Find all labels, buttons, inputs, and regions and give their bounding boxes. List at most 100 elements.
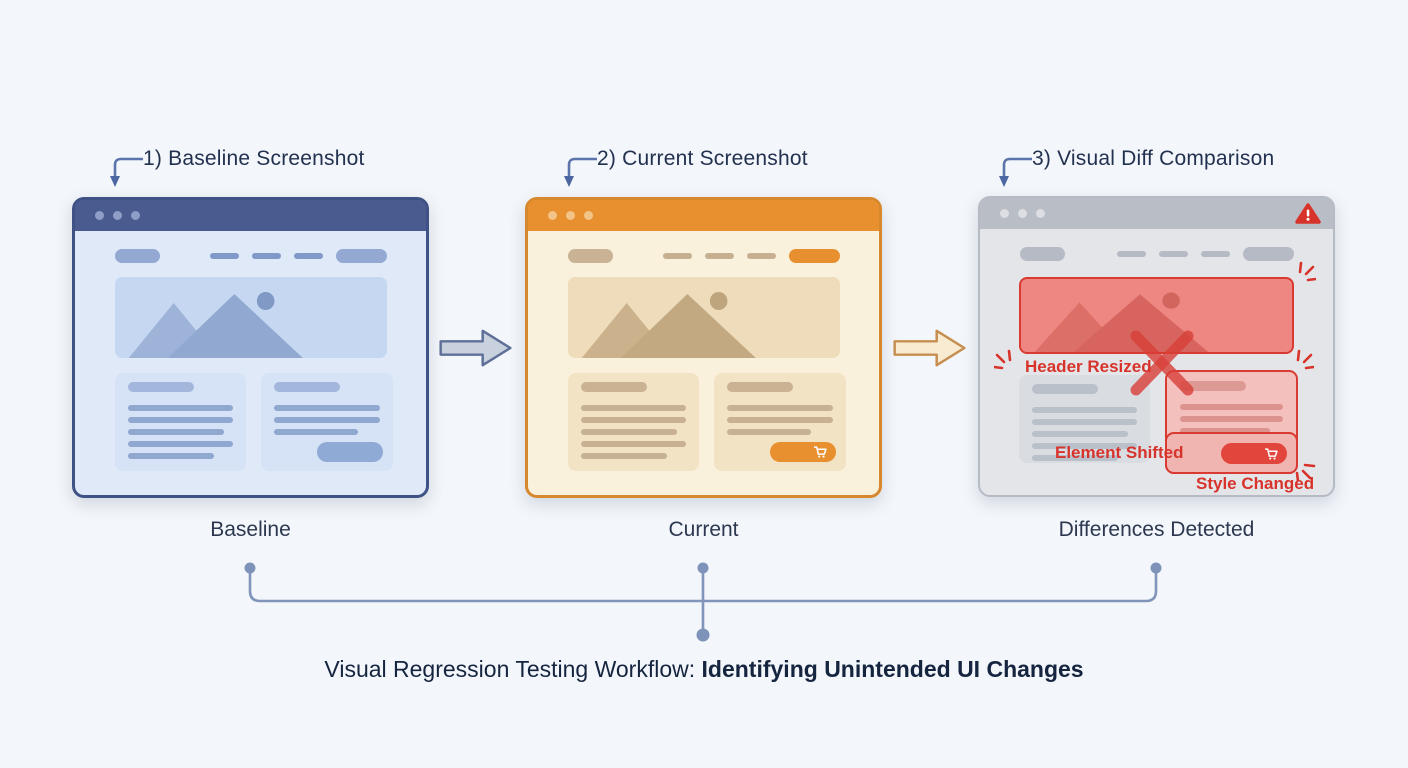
text-line [274,429,359,435]
diff-window: Header Resized Element Shifted Style Cha… [978,196,1335,497]
caption-baseline: Baseline [210,518,291,541]
content-card [1019,375,1150,463]
text-line [128,429,224,435]
nav-bar [568,249,840,263]
nav-button-pill [336,249,387,263]
text-line [581,405,686,411]
spark-icon [1295,463,1316,481]
diff-style-box [1165,432,1298,474]
caption-current: Current [668,518,739,541]
card-button [1221,443,1287,464]
text-line [581,453,668,459]
nav-button-pill [789,249,840,263]
annotation-style-changed: Style Changed [1196,474,1315,493]
arrow-right-icon [439,329,512,367]
x-mark-icon [1130,330,1194,396]
traffic-light-dot [584,211,593,220]
text-line [581,429,677,435]
traffic-light-dot [95,211,104,220]
text-line [1180,416,1283,422]
mountain-sun-icon [581,292,756,358]
text-line [128,405,233,411]
nav-link-dash [747,253,776,259]
nav-link-dash [663,253,692,259]
baseline-window [72,197,429,498]
diff-highlight-card [1165,370,1298,474]
annotation-header-resized: Header Resized [1025,357,1152,376]
nav-button-pill [1243,247,1294,261]
nav-link-dash [1201,251,1230,257]
logo-pill [115,249,160,263]
traffic-light-dot [1018,209,1027,218]
step-label-baseline: 1) Baseline Screenshot [143,147,365,170]
text-line [727,417,833,423]
text-line [581,441,686,447]
text-line [1180,428,1271,434]
bent-arrow-down-icon [110,157,143,187]
mountain-sun-icon [128,292,303,358]
text-line [581,417,686,423]
diagram-title-prefix: Visual Regression Testing Workflow: [324,656,702,682]
text-line [128,453,215,459]
step-label-current: 2) Current Screenshot [597,147,808,170]
mountain-sun-icon [1034,292,1209,352]
text-line [128,441,233,447]
cart-icon [1265,447,1278,460]
summary-bracket [244,562,1162,642]
spark-icon [1298,261,1316,282]
nav-link-dash [1159,251,1188,257]
nav-link-dash [294,253,323,259]
traffic-light-dot [131,211,140,220]
card-title-pill [1032,384,1098,394]
text-line [1032,455,1119,461]
caption-differences: Differences Detected [1058,518,1255,541]
hero-image-placeholder [568,277,840,358]
traffic-light-dot [113,211,122,220]
window-titlebar [75,200,426,231]
diagram-title-emphasis: Identifying Unintended UI Changes [701,656,1084,682]
card-button [770,442,836,462]
text-line [274,405,380,411]
card-title-pill [128,382,194,392]
nav-link-dash [705,253,734,259]
window-titlebar [528,200,879,231]
card-title-pill [581,382,647,392]
content-card [568,373,699,471]
card-button [317,442,383,462]
spark-icon [1296,349,1314,370]
nav-link-dash [1117,251,1146,257]
diagram-title: Visual Regression Testing Workflow: Iden… [0,656,1408,683]
text-line [727,429,812,435]
text-line [727,405,833,411]
warning-triangle-icon [1295,203,1321,224]
content-card [714,373,846,471]
window-titlebar [980,198,1333,229]
hero-image-placeholder [115,277,387,358]
logo-pill [568,249,613,263]
card-title-pill [1180,381,1246,391]
spark-icon [994,349,1012,370]
traffic-light-dot [566,211,575,220]
cart-icon [814,446,827,458]
bent-arrow-down-icon [999,157,1032,187]
logo-pill [1020,247,1065,261]
traffic-light-dot [548,211,557,220]
current-window [525,197,882,498]
content-card [115,373,246,471]
traffic-light-dot [1000,209,1009,218]
nav-bar [1020,247,1294,261]
annotation-element-shifted: Element Shifted [1055,443,1184,462]
text-line [1180,404,1283,410]
card-title-pill [274,382,340,392]
traffic-light-dot [1036,209,1045,218]
bent-arrow-down-icon [564,157,597,187]
content-card [261,373,393,471]
nav-link-dash [252,253,281,259]
text-line [1032,443,1137,449]
text-line [1032,419,1137,425]
nav-bar [115,249,387,263]
text-line [274,417,380,423]
step-label-diff: 3) Visual Diff Comparison [1032,147,1275,170]
nav-link-dash [210,253,239,259]
text-line [128,417,233,423]
